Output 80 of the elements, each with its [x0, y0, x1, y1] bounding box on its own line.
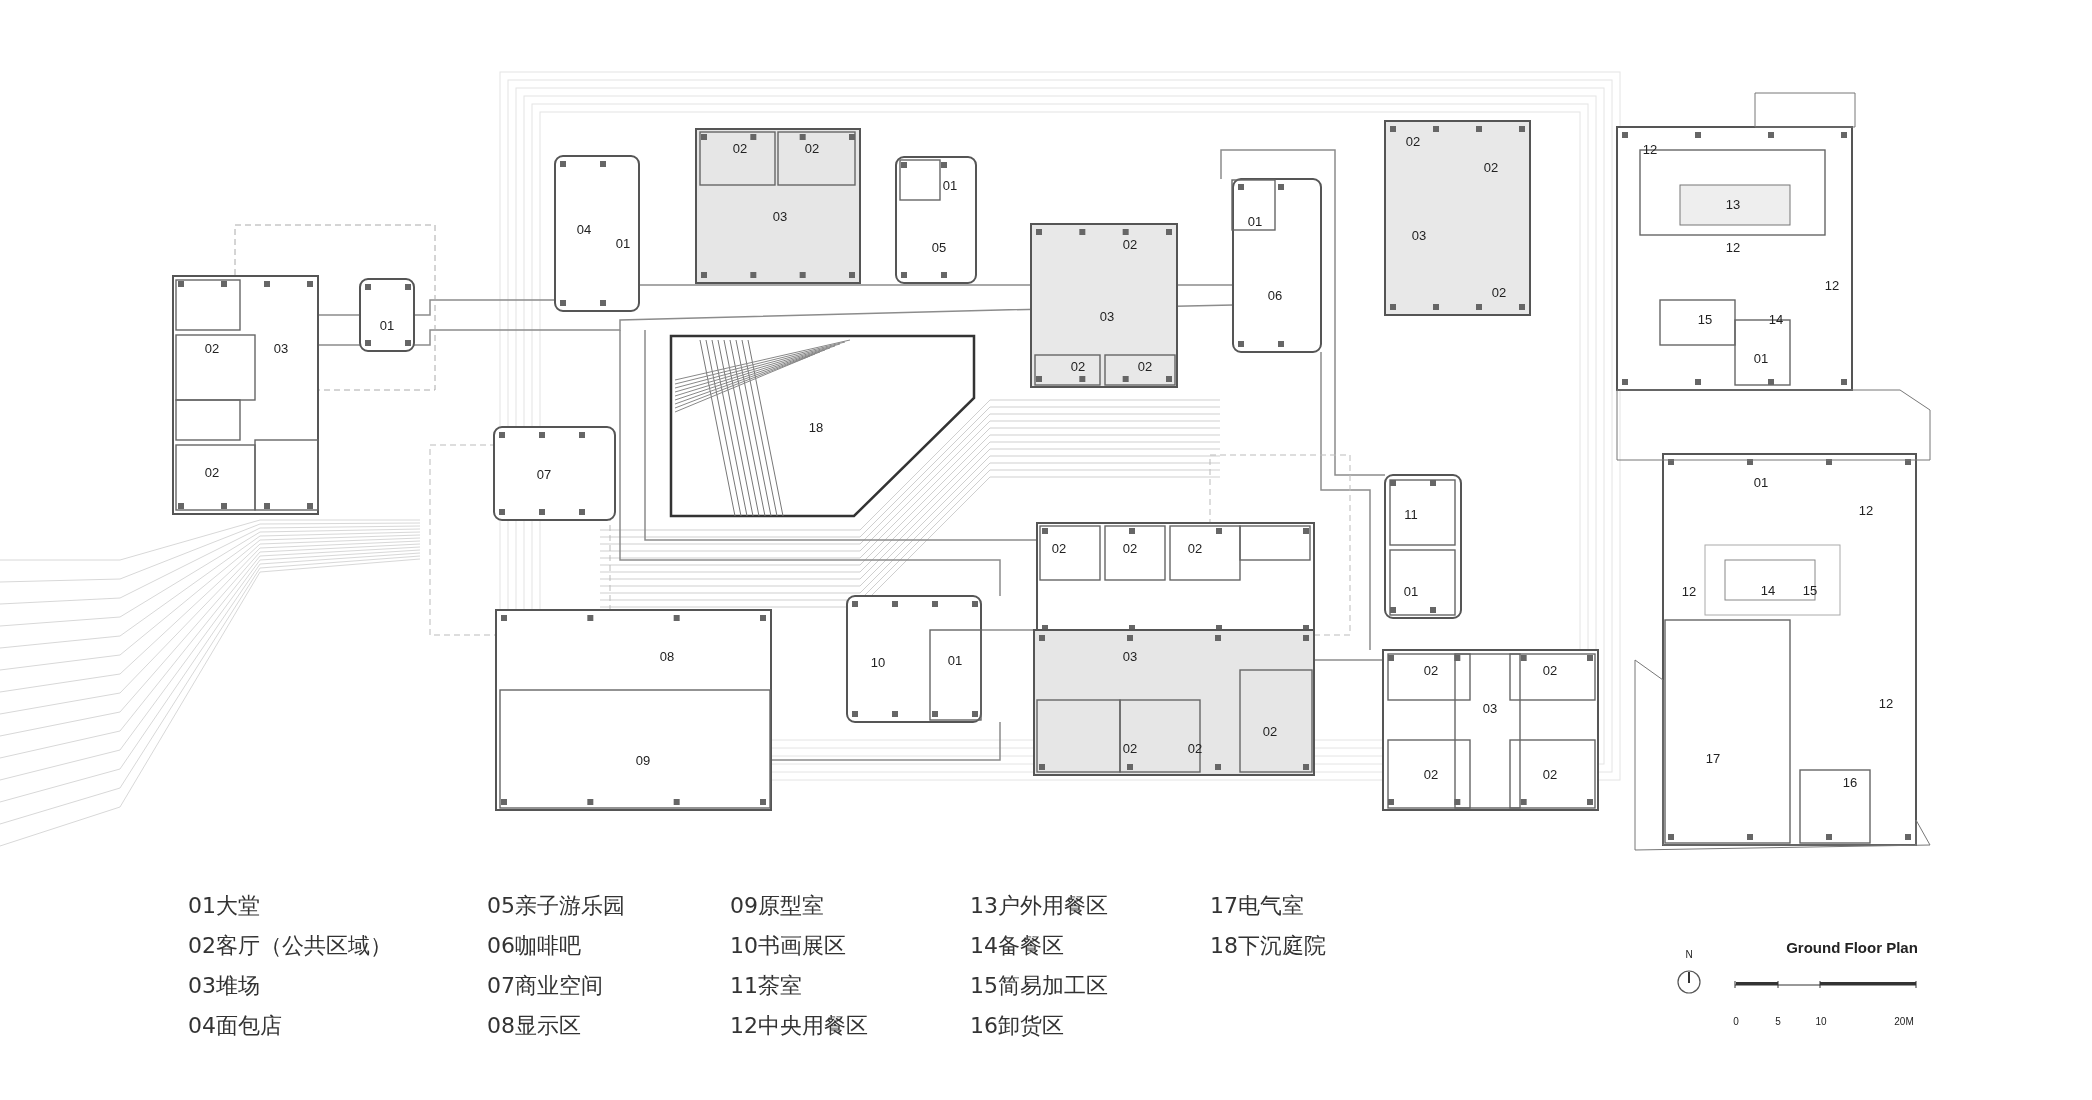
room-number: 02	[1070, 359, 1086, 373]
room-number: 01	[942, 178, 958, 192]
room-number: 18	[808, 420, 824, 434]
room-number: 02	[1187, 541, 1203, 555]
room-number: 01	[947, 653, 963, 667]
room-number: 03	[273, 341, 289, 355]
key-text: 02客厅（公共区域）	[188, 933, 392, 959]
room-number: 02	[1187, 741, 1203, 755]
room-number: 12	[1878, 696, 1894, 710]
room-number: 02	[1542, 767, 1558, 781]
room-number: 01	[379, 318, 395, 332]
room-number: 02	[1491, 285, 1507, 299]
room-number: 02	[204, 341, 220, 355]
room-number: 02	[1122, 237, 1138, 251]
key-text: 04面包店	[188, 1013, 282, 1039]
room-number: 07	[536, 467, 552, 481]
room-number: 17	[1705, 751, 1721, 765]
room-number: 02	[204, 465, 220, 479]
room-number: 02	[1483, 160, 1499, 174]
key-text: 06咖啡吧	[487, 933, 581, 959]
key-text: 14备餐区	[970, 933, 1064, 959]
scale-number: 0	[1733, 1017, 1739, 1027]
key-text: 13户外用餐区	[970, 893, 1108, 919]
room-number: 06	[1267, 288, 1283, 302]
room-number: 12	[1681, 584, 1697, 598]
room-number: 01	[1753, 351, 1769, 365]
room-number: 03	[1482, 701, 1498, 715]
key-text: 08显示区	[487, 1013, 581, 1039]
room-number: 16	[1842, 775, 1858, 789]
room-number: 09	[635, 753, 651, 767]
room-number: 05	[931, 240, 947, 254]
room-number: 03	[1099, 309, 1115, 323]
room-number: 02	[1122, 541, 1138, 555]
room-number: 01	[1247, 214, 1263, 228]
room-number: 04	[576, 222, 592, 236]
room-number: 01	[1753, 475, 1769, 489]
room-number: 11	[1404, 507, 1418, 521]
room-number: 12	[1642, 142, 1658, 156]
room-number: 01	[1403, 584, 1419, 598]
key-text: 03堆场	[188, 973, 260, 999]
room-number: 02	[1137, 359, 1153, 373]
room-number: 12	[1824, 278, 1840, 292]
room-number: 02	[1405, 134, 1421, 148]
key-text: 16卸货区	[970, 1013, 1064, 1039]
room-number: 08	[659, 649, 675, 663]
key-text: 07商业空间	[487, 973, 603, 999]
room-number: 03	[1411, 228, 1427, 242]
room-number: 14	[1760, 583, 1776, 597]
key-text: 10书画展区	[730, 933, 846, 959]
room-number: 10	[870, 655, 886, 669]
room-number: 13	[1725, 197, 1741, 211]
north-label: N	[1685, 950, 1693, 960]
scale-number: 10	[1815, 1017, 1827, 1027]
room-number: 02	[1262, 724, 1278, 738]
room-number: 02	[1423, 767, 1439, 781]
plan-title: Ground Floor Plan	[1786, 939, 1918, 955]
room-number: 12	[1858, 503, 1874, 517]
key-text: 12中央用餐区	[730, 1013, 868, 1039]
room-number: 03	[772, 209, 788, 223]
scale-number: 20M	[1894, 1017, 1914, 1027]
key-text: 17电气室	[1210, 893, 1304, 919]
room-number: 02	[732, 141, 748, 155]
key-text: 05亲子游乐园	[487, 893, 625, 919]
room-number: 01	[615, 236, 631, 250]
key-text: 18下沉庭院	[1210, 933, 1326, 959]
room-number: 02	[1051, 541, 1067, 555]
key-text: 01大堂	[188, 893, 260, 919]
room-number: 02	[804, 141, 820, 155]
room-number: 15	[1802, 583, 1818, 597]
room-number: 15	[1697, 312, 1713, 326]
room-number: 03	[1122, 649, 1138, 663]
room-number: 02	[1122, 741, 1138, 755]
scale-number: 5	[1775, 1017, 1781, 1027]
key-text: 15简易加工区	[970, 973, 1108, 999]
room-number: 02	[1423, 663, 1439, 677]
room-number: 02	[1542, 663, 1558, 677]
room-number: 14	[1768, 312, 1784, 326]
key-text: 09原型室	[730, 893, 824, 919]
key-text: 11茶室	[730, 973, 802, 999]
room-number: 12	[1725, 240, 1741, 254]
